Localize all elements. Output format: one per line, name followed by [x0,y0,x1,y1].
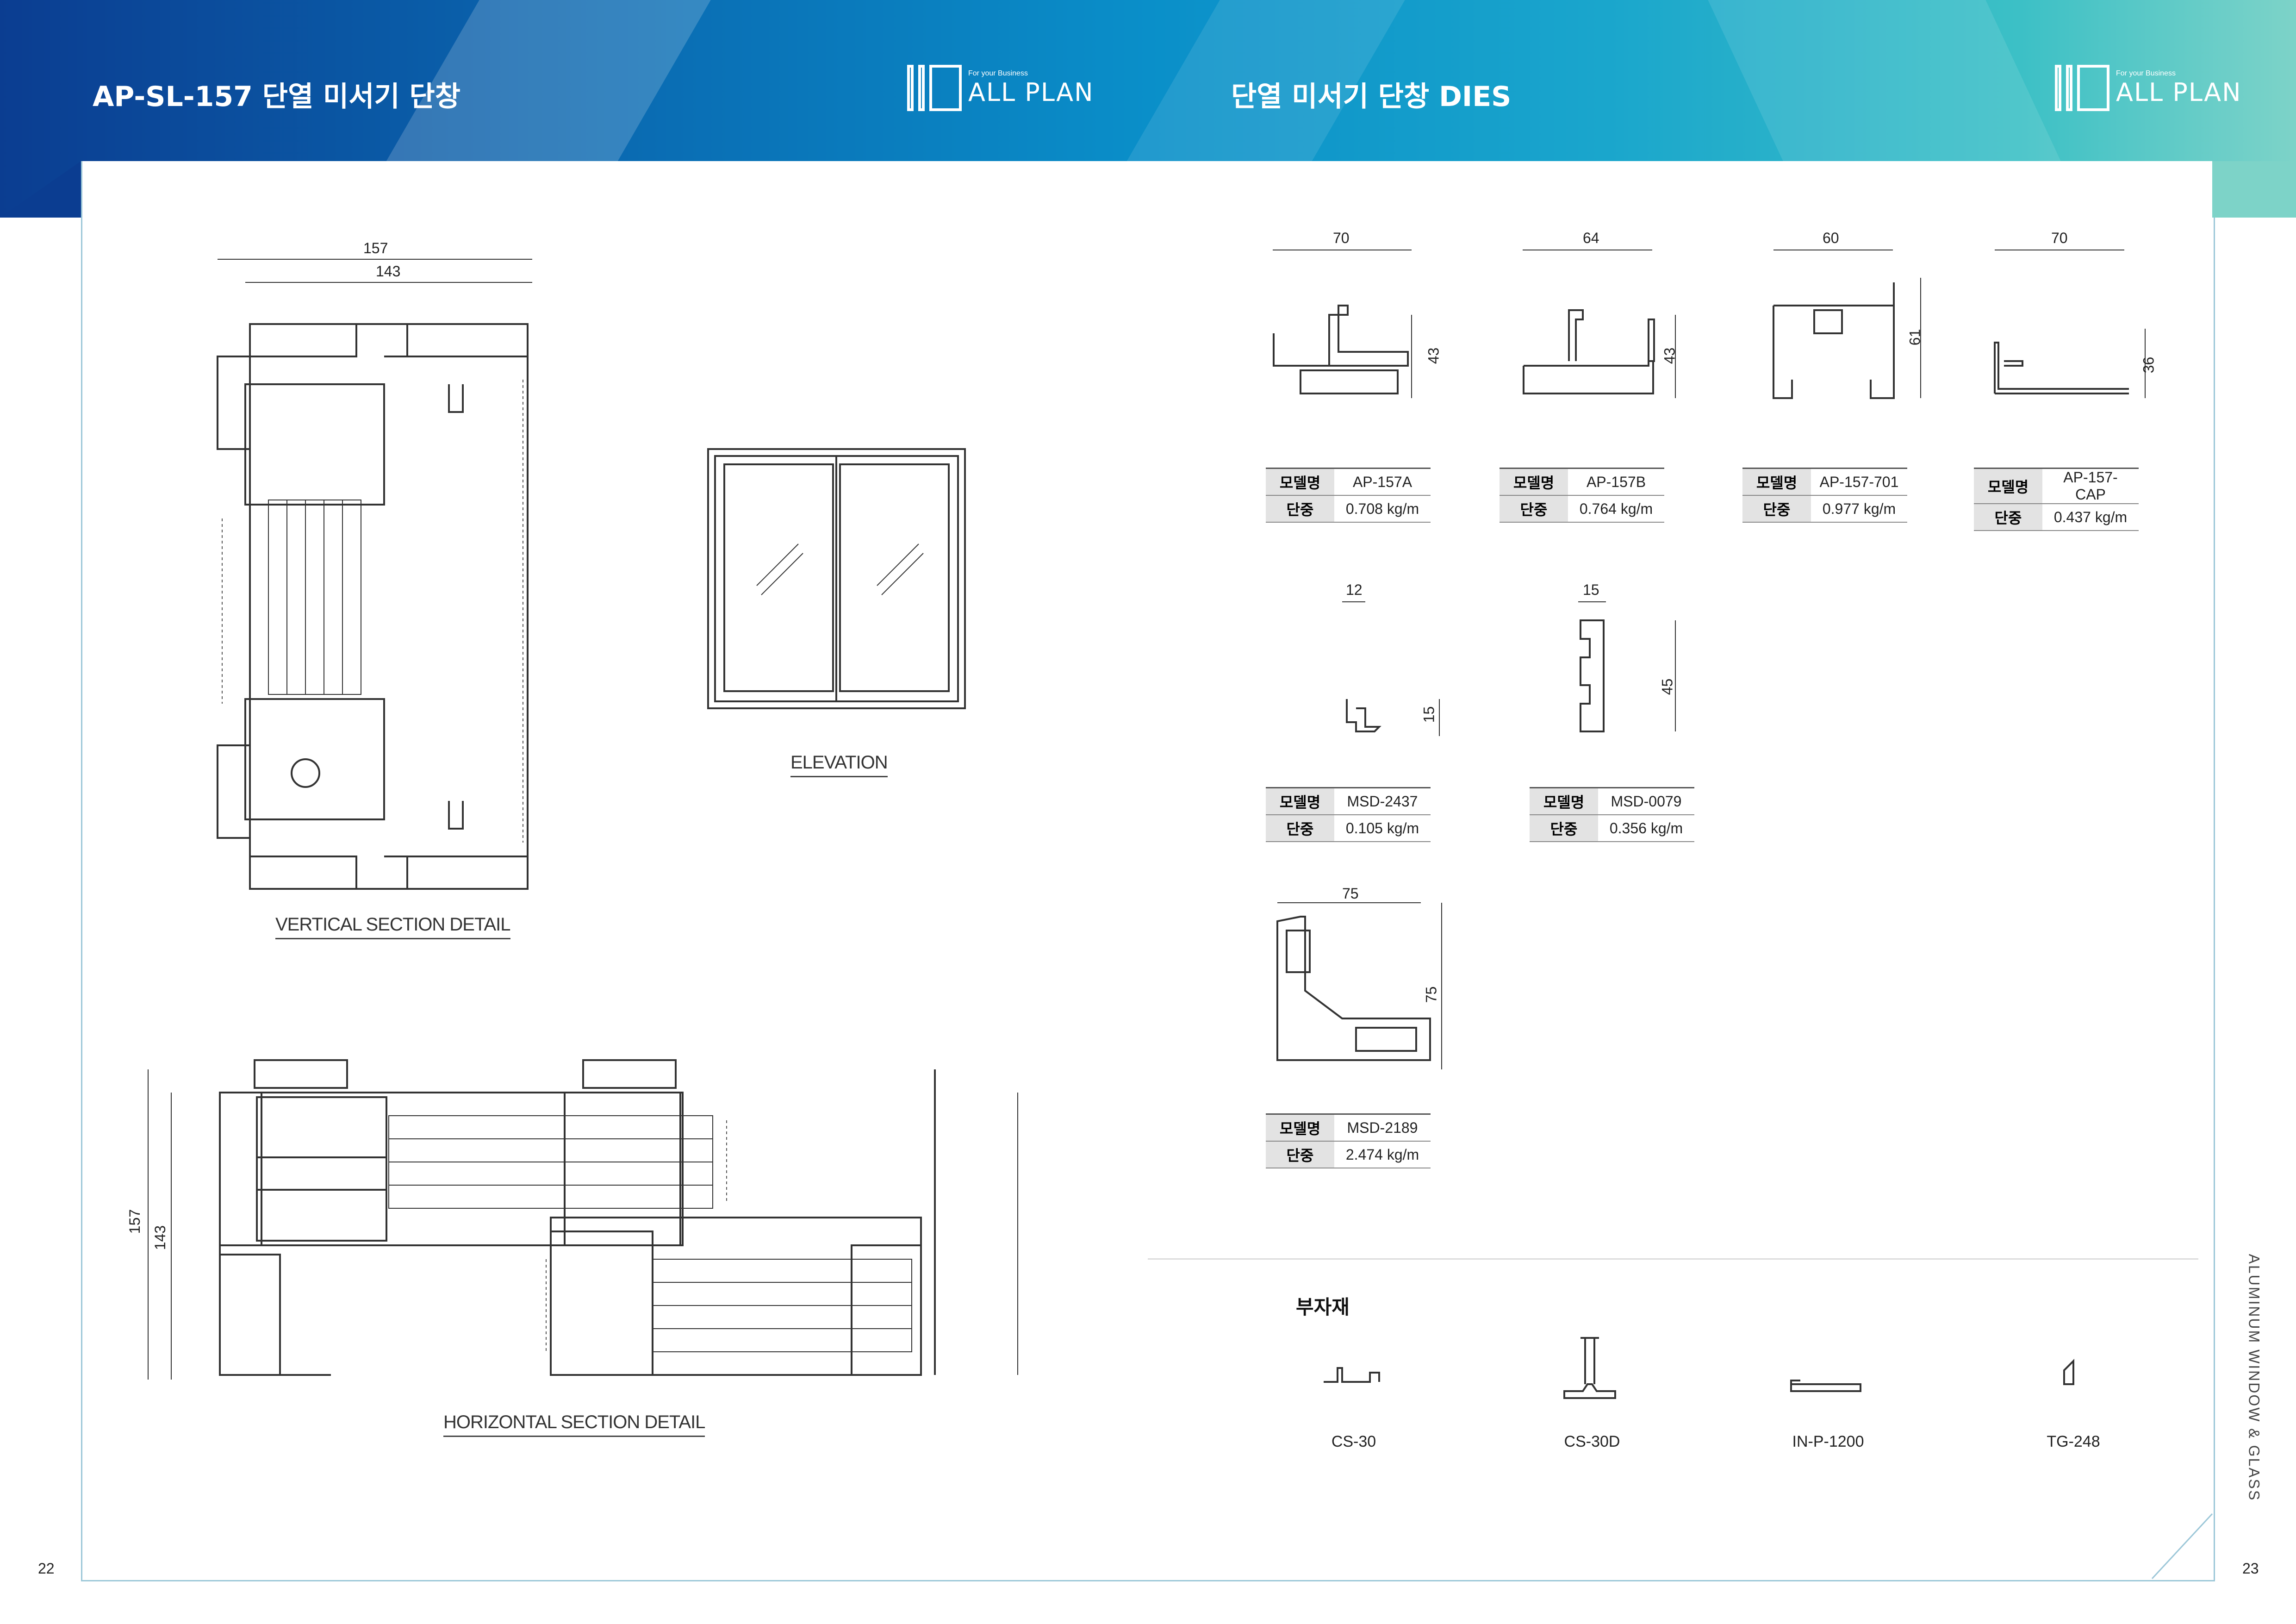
spec-model: MSD-2437 [1334,787,1431,815]
accessory-cs-30-icon [1324,1367,1380,1383]
horizontal-section-drawing [148,1059,1018,1380]
spec-key-model: 모델명 [1500,468,1568,496]
die-height-3: 61 [1906,329,1923,346]
die-height-4: 36 [2140,356,2157,374]
die-width-6: 15 [1583,581,1599,598]
die-height-7: 75 [1423,986,1440,1003]
spec-key-weight: 단중 [1500,495,1568,523]
side-vertical-text: ALUMINUM WINDOW & GLASS [2240,1254,2268,1518]
spec-key-weight: 단중 [1266,495,1334,523]
spec-weight: 0.764 kg/m [1568,495,1664,523]
spec-weight: 0.437 kg/m [2042,504,2139,531]
right-page-title: 단열 미서기 단창 DIES [1231,81,1512,113]
logo-mark-icon [907,65,962,111]
spec-key-model: 모델명 [1266,1113,1334,1142]
left-page-title: AP-SL-157 단열 미서기 단창 [93,81,460,113]
page-number-left: 22 [38,1560,55,1577]
vertical-section-caption: VERTICAL SECTION DETAIL [275,914,510,939]
page-corner-right [2212,161,2296,218]
spec-weight: 0.356 kg/m [1598,815,1694,842]
spec-key-weight: 단중 [1530,815,1598,842]
spec-weight: 0.708 kg/m [1334,495,1431,523]
die-width-2: 64 [1583,230,1599,246]
page-corner-left [0,161,81,218]
spec-model: AP-157A [1334,468,1431,496]
spec-key-model: 모델명 [1742,468,1811,496]
accessory-label-in-p-1200: IN-P-1200 [1792,1433,1864,1450]
page-number-right: 23 [2242,1560,2259,1577]
die-profile-ap-157b [1523,250,1676,398]
spec-model: AP-157-CAP [2042,468,2139,504]
spec-key-weight: 단중 [1266,815,1334,842]
die-width-1: 70 [1333,230,1350,246]
horizontal-dim-143: 143 [152,1225,169,1250]
logo-tagline: For your Business [2116,69,2176,77]
die-width-7: 75 [1342,885,1359,902]
die-profile-msd-2437 [1342,601,1440,736]
side-text: ALUMINUM WINDOW & GLASS [2246,1254,2263,1502]
spec-key-model: 모델명 [1266,468,1334,496]
accessory-tg-248-icon [2063,1359,2074,1385]
die-profile-ap-157-701 [1773,250,1921,399]
spec-key-weight: 단중 [1974,504,2042,531]
logo-tagline: For your Business [968,69,1028,77]
spec-key-model: 모델명 [1266,787,1334,815]
spec-key-weight: 단중 [1742,495,1811,523]
die-height-5: 15 [1420,706,1437,723]
die-height-6: 45 [1659,678,1676,695]
horizontal-section-caption: HORIZONTAL SECTION DETAIL [443,1412,705,1437]
accessory-cs-30d-icon [1563,1337,1616,1399]
accessory-in-p-1200-icon [1790,1380,1861,1392]
vertical-section-drawing [217,259,532,890]
elevation-drawing [707,448,966,709]
die-width-3: 60 [1823,230,1839,246]
spec-weight: 0.105 kg/m [1334,815,1431,842]
spec-key-weight: 단중 [1266,1141,1334,1168]
logo-wordmark: ALL PLAN [2116,77,2242,107]
die-width-4: 70 [2051,230,2068,246]
accessory-label-cs-30d: CS-30D [1564,1433,1620,1450]
spec-model: MSD-2189 [1334,1113,1431,1142]
logo-wordmark: ALL PLAN [968,77,1094,107]
die-profile-msd-0079 [1578,601,1676,732]
die-profile-ap-157a [1273,250,1412,398]
spec-weight: 0.977 kg/m [1811,495,1907,523]
die-height-2: 43 [1661,347,1678,364]
die-width-5: 12 [1346,581,1363,598]
elevation-caption: ELEVATION [790,752,888,777]
spec-key-model: 모델명 [1530,787,1598,815]
spec-model: AP-157-701 [1811,468,1907,496]
vertical-dim-143: 143 [376,263,401,280]
spec-model: MSD-0079 [1598,787,1694,815]
section-divider [1148,1258,2198,1260]
page-corner-br [2151,1513,2213,1580]
spec-model: AP-157B [1568,468,1664,496]
spec-weight: 2.474 kg/m [1334,1141,1431,1168]
accessories-title: 부자재 [1296,1296,1350,1318]
accessory-label-cs-30: CS-30 [1331,1433,1376,1450]
page-sheet [81,161,2215,1581]
vertical-dim-157: 157 [363,240,388,256]
die-profile-msd-2189 [1276,902,1442,1069]
spec-key-model: 모델명 [1974,468,2042,504]
logo-mark-icon [2055,65,2109,111]
accessory-label-tg-248: TG-248 [2047,1433,2100,1450]
die-profile-ap-157-cap [1994,250,2146,398]
horizontal-dim-157: 157 [126,1209,143,1234]
die-height-1: 43 [1425,347,1442,364]
